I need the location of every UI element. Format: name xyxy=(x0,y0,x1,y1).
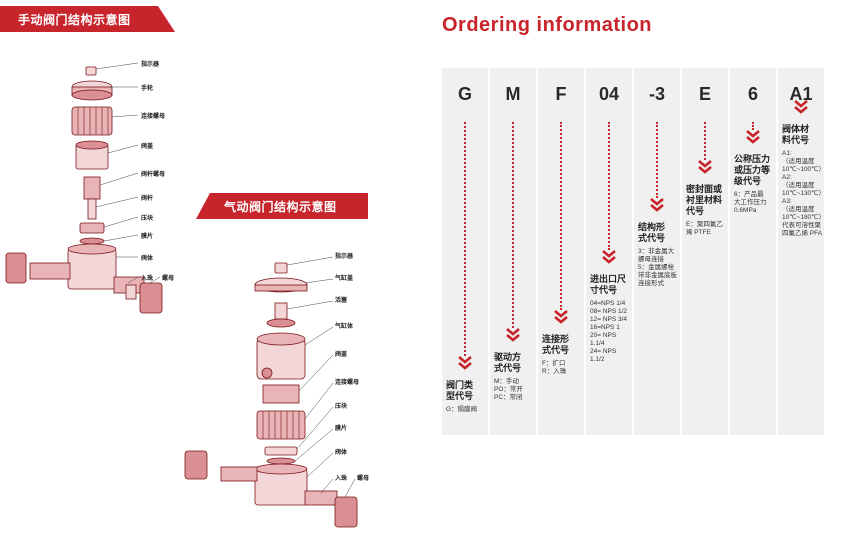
banner-shape xyxy=(196,193,368,219)
ordering-dotted-line xyxy=(656,122,658,198)
pneumatic-valve-banner: 气动阀门结构示意图 xyxy=(196,193,368,219)
callout-bead: 入珠 xyxy=(141,276,154,282)
pneumatic-banner-title: 气动阀门结构示意图 xyxy=(224,199,337,214)
callout-cylinder-body: 气缸体 xyxy=(335,324,354,330)
chevron-down-icon xyxy=(698,160,712,174)
ordering-field-label: 驱动方 式代号 xyxy=(494,352,522,373)
ordering-field-description: M：手动 PO：常开 PC：常闭 xyxy=(494,378,523,401)
ordering-dotted-line xyxy=(704,122,706,160)
callout-indicator: 指示器 xyxy=(335,254,354,260)
chevron-down-icon xyxy=(506,328,520,342)
callout-handwheel: 手轮 xyxy=(141,86,154,92)
chevron-down-icon xyxy=(746,130,760,144)
manual-valve-diagram: 指示器 手轮 连接螺母 阀盖 阀杆螺母 阀杆 压块 膜片 阀体 入珠 螺母 xyxy=(0,45,200,335)
ordering-dotted-line xyxy=(512,122,514,328)
ordering-column-7: A1 阀体材 料代号 A1: （适用温度 10℃~100℃） A2: （适用温度 1… xyxy=(778,68,825,435)
ordering-column-6: 6 公称压力 或压力等 级代号 6：产品最 大工作压力 0.6MPa xyxy=(730,68,776,435)
ordering-column-1: M 驱动方 式代号 M：手动 PO：常开 PC：常闭 xyxy=(490,68,536,435)
ordering-field-description: G：隔膜阀 xyxy=(446,406,478,413)
ordering-field-description: E：聚四氟乙 烯 PTFE xyxy=(686,221,723,236)
callout-press-block: 压块 xyxy=(335,404,348,410)
callout-nut: 螺母 xyxy=(357,476,370,482)
ordering-column-5: E 密封面或 衬里材料 代号 E：聚四氟乙 烯 PTFE xyxy=(682,68,728,435)
ordering-code: 6 xyxy=(747,84,758,104)
ordering-field-description: A1: （适用温度 10℃~100℃） A2: （适用温度 10℃~130℃） … xyxy=(782,150,825,237)
ordering-column-2: F 连接形 式代号 F：扩口 R：入珠 xyxy=(538,68,584,435)
ordering-dotted-line xyxy=(560,122,562,310)
ordering-column-0: G 阀门类 型代号 G：隔膜阀 xyxy=(442,68,488,435)
ordering-dotted-line xyxy=(464,122,466,356)
callout-connecting-nut: 连接螺母 xyxy=(141,114,166,120)
ordering-code: G xyxy=(457,84,472,104)
chevron-down-icon xyxy=(650,198,664,212)
manual-valve-drawing xyxy=(5,62,163,314)
callout-bonnet: 阀盖 xyxy=(335,352,348,358)
ordering-field-label: 阀门类 型代号 xyxy=(446,380,474,401)
callout-stem: 阀杆 xyxy=(141,196,154,202)
chevron-down-icon xyxy=(794,100,808,114)
ordering-field-label: 公称压力 或压力等 级代号 xyxy=(734,154,771,186)
ordering-code: M xyxy=(505,84,521,104)
ordering-column-3: 04 进出口尺 寸代号 04=NPS 1/4 08= NPS 1/2 12= NPS… xyxy=(586,68,632,435)
ordering-dotted-line xyxy=(608,122,610,250)
ordering-code: F xyxy=(555,84,567,104)
callout-piston: 活塞 xyxy=(335,298,348,304)
chevron-down-icon xyxy=(602,250,616,264)
ordering-field-description: 3：非金属大 螺母连接 5：金属螺栓 带非金属底板 连接形式 xyxy=(638,248,677,287)
ordering-code: 04 xyxy=(598,84,620,104)
callout-bead: 入珠 xyxy=(335,476,348,482)
ordering-code: -3 xyxy=(648,84,665,104)
manual-valve-banner: 手动阀门结构示意图 xyxy=(0,6,175,32)
ordering-field-description: F：扩口 R：入珠 xyxy=(542,360,567,375)
pneumatic-valve-drawing xyxy=(184,256,358,528)
callout-diaphragm: 膜片 xyxy=(141,234,154,240)
ordering-code: E xyxy=(698,84,711,104)
ordering-field-label: 密封面或 衬里材料 代号 xyxy=(686,184,723,216)
ordering-column-4: -3 结构形 式代号 3：非金属大 螺母连接 5：金属螺栓 带非金属底板 连接形式 xyxy=(634,68,680,435)
ordering-code: A1 xyxy=(789,84,813,104)
callout-bonnet: 阀盖 xyxy=(141,144,154,150)
ordering-field-label: 进出口尺 寸代号 xyxy=(590,274,627,295)
ordering-title: Ordering information xyxy=(442,14,652,36)
ordering-field-label: 连接形 式代号 xyxy=(542,334,570,355)
banner-shape xyxy=(0,6,175,32)
callout-connecting-nut: 连接螺母 xyxy=(335,380,360,386)
pneumatic-valve-diagram: 指示器 气缸盖 活塞 气缸体 阀盖 连接螺母 压块 膜片 阀体 入珠 螺母 xyxy=(175,235,400,540)
ordering-dotted-line xyxy=(752,122,754,130)
chevron-down-icon xyxy=(458,356,472,370)
callout-cylinder-cap: 气缸盖 xyxy=(335,276,354,282)
callout-press-block: 压块 xyxy=(141,216,154,222)
manual-banner-title: 手动阀门结构示意图 xyxy=(18,12,131,27)
ordering-field-label: 结构形 式代号 xyxy=(638,222,666,243)
callout-diaphragm: 膜片 xyxy=(335,426,348,432)
chevron-down-icon xyxy=(554,310,568,324)
ordering-field-description: 04=NPS 1/4 08= NPS 1/2 12= NPS 3/4 16=NP… xyxy=(590,300,628,363)
ordering-field-label: 阀体材 料代号 xyxy=(782,124,810,145)
callout-stem-nut: 阀杆螺母 xyxy=(141,172,166,178)
ordering-field-description: 6：产品最 大工作压力 0.6MPa xyxy=(734,191,767,214)
callout-indicator: 指示器 xyxy=(141,62,160,68)
callout-body: 阀体 xyxy=(335,450,348,456)
callout-nut: 螺母 xyxy=(162,276,175,282)
callout-body: 阀体 xyxy=(141,256,154,262)
